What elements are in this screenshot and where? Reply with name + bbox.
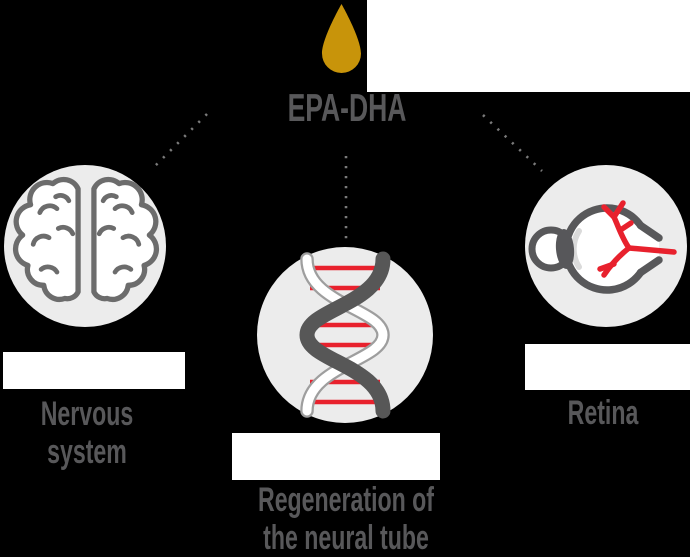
dna-helix-icon bbox=[299, 251, 391, 419]
label-neural-tube: Regeneration of the neural tube bbox=[254, 481, 438, 557]
label-nervous-system: Nervous system bbox=[33, 395, 142, 471]
node-circle-nervous-system bbox=[4, 165, 166, 327]
label-line: Retina bbox=[567, 394, 639, 432]
eye-icon bbox=[528, 200, 677, 294]
label-line: Regeneration of bbox=[258, 481, 434, 519]
node-circle-retina bbox=[525, 165, 687, 327]
label-line: system bbox=[47, 433, 127, 471]
blank-panel-bottom-label bbox=[232, 433, 440, 480]
brain-icon bbox=[12, 176, 160, 302]
connector-line-left bbox=[150, 113, 208, 171]
blank-panel-right-label bbox=[525, 344, 690, 390]
oil-drop-icon bbox=[319, 3, 364, 75]
label-line: Nervous bbox=[40, 395, 134, 433]
connector-line-right bbox=[482, 114, 543, 172]
blank-panel-top-right bbox=[367, 0, 690, 92]
label-line: the neural tube bbox=[263, 519, 429, 557]
label-retina: Retina bbox=[549, 394, 658, 432]
diagram-title: EPA-DHA bbox=[287, 87, 407, 130]
blank-panel-left-label bbox=[3, 352, 185, 389]
node-circle-neural-tube bbox=[257, 247, 433, 423]
